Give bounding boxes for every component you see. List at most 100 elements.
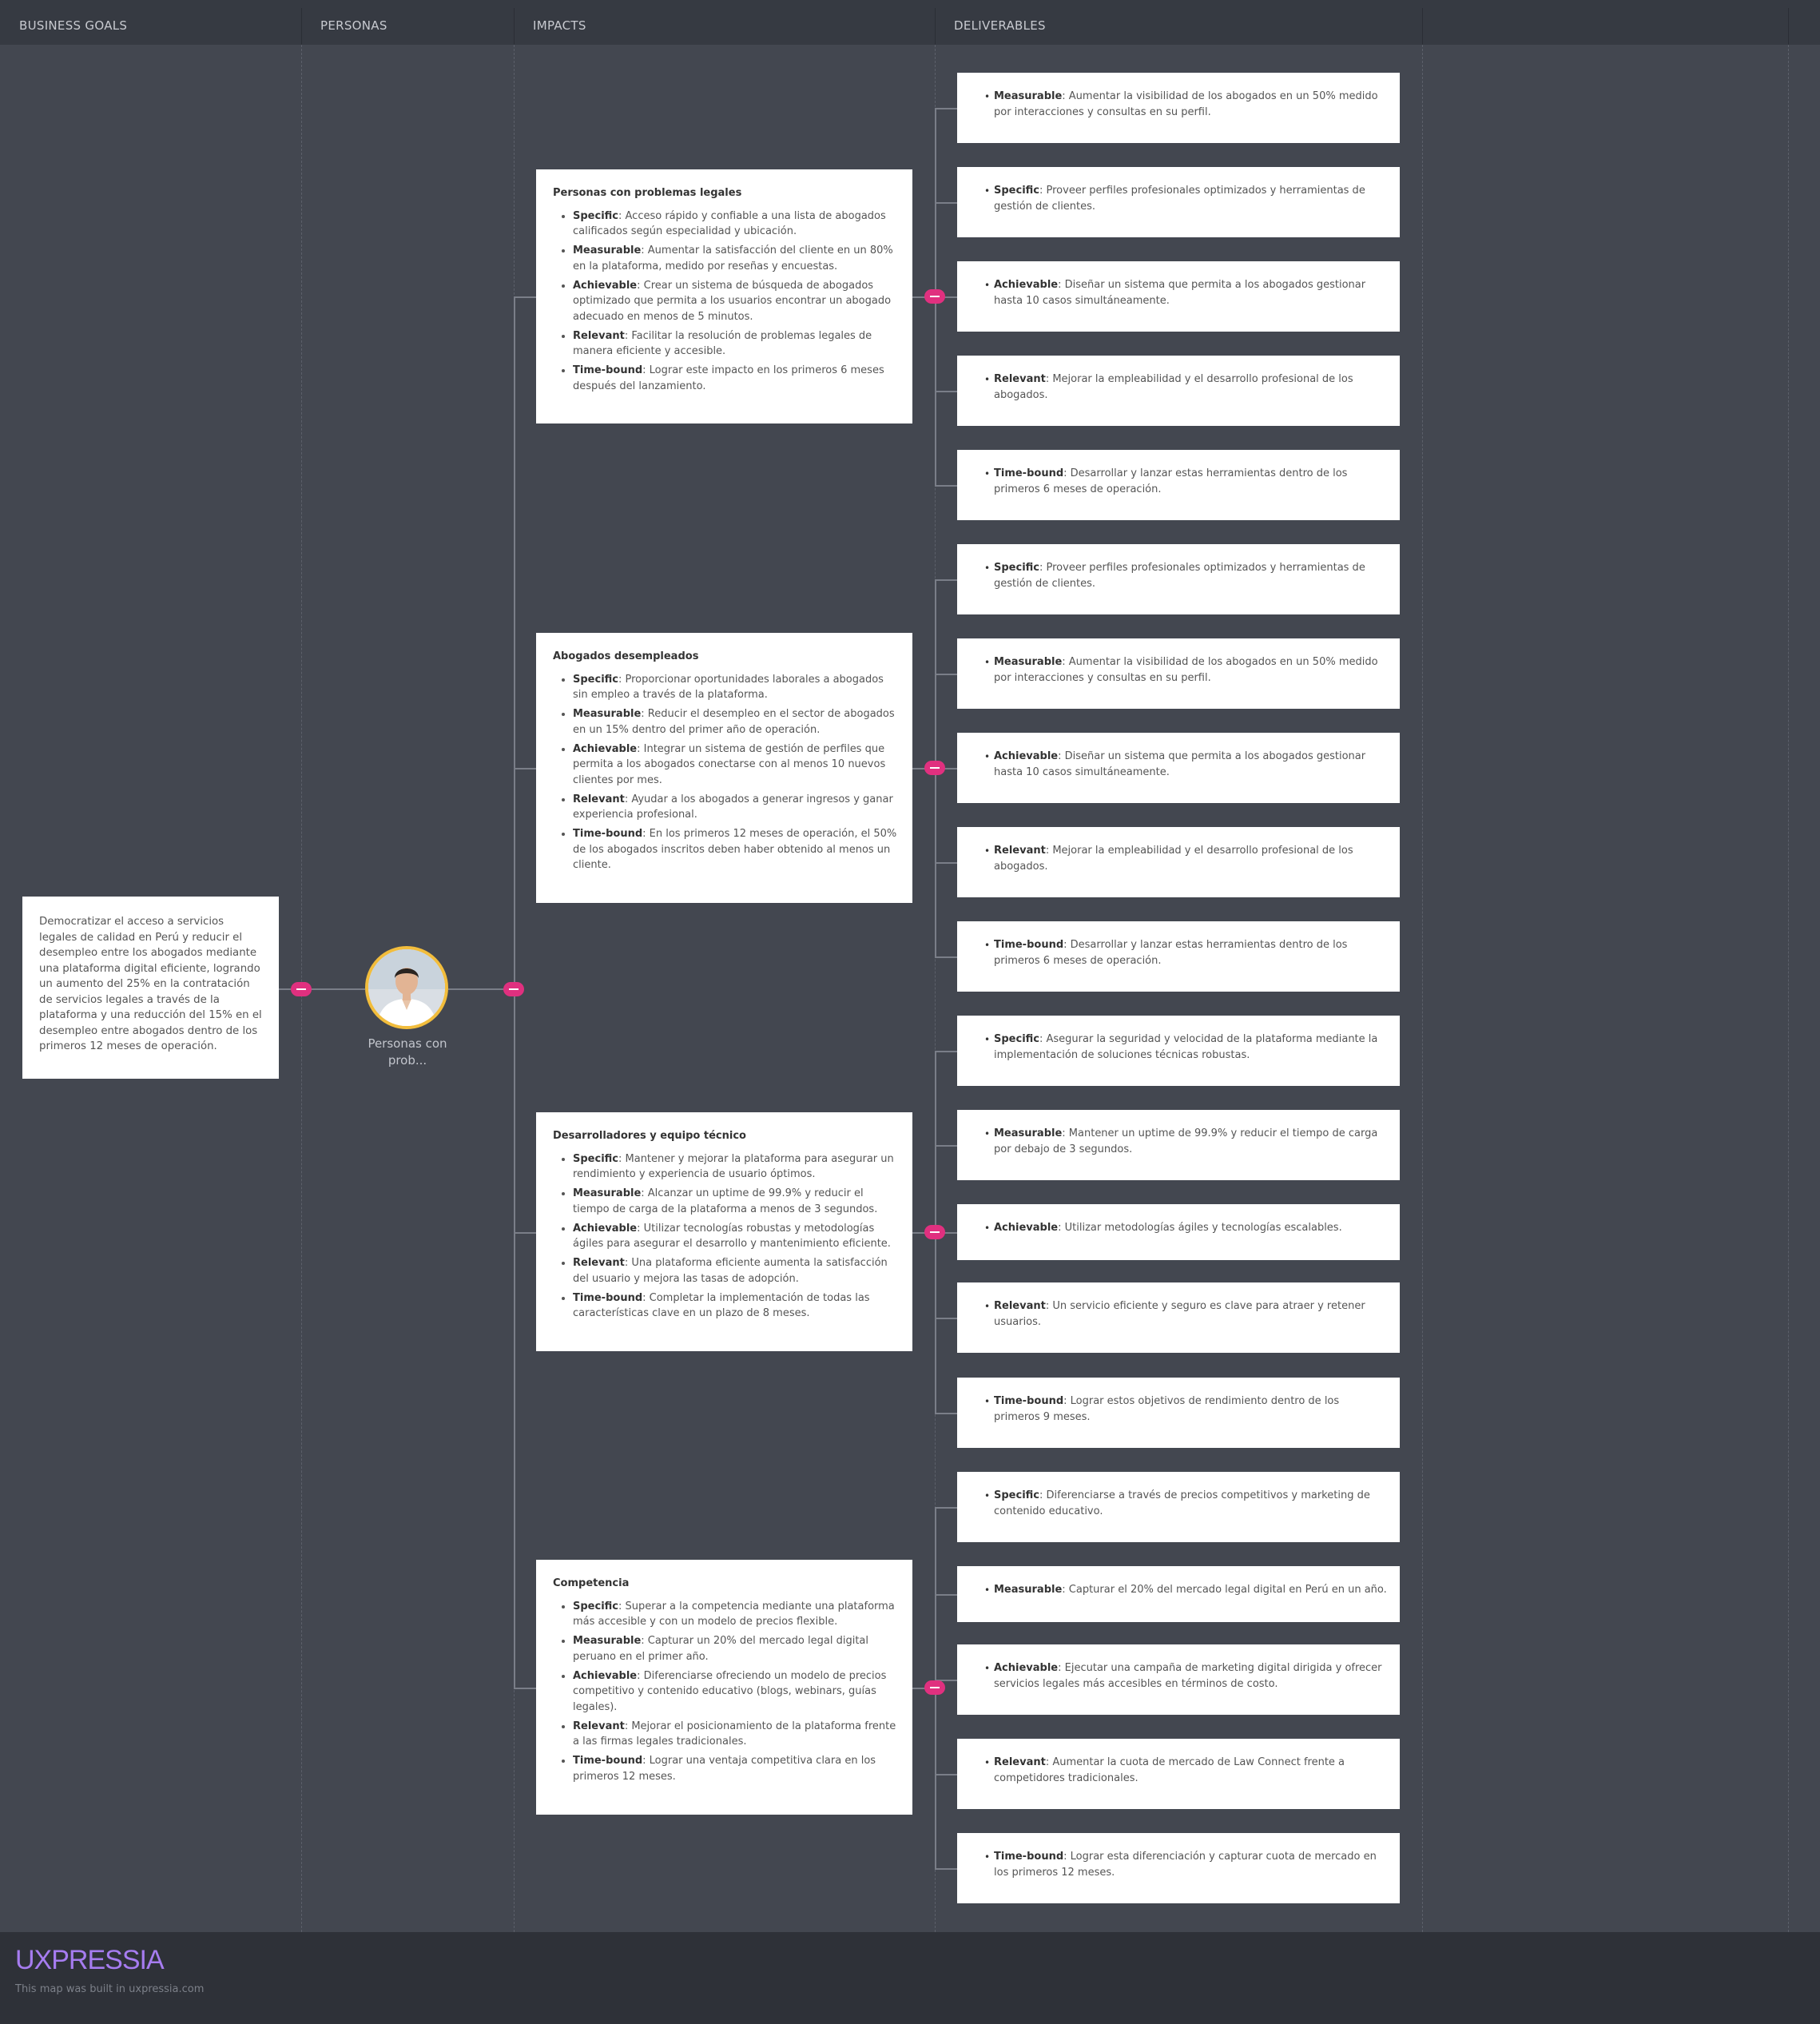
smart-value: : Aumentar la cuota de mercado de Law Co… xyxy=(994,1756,1345,1784)
connector-line xyxy=(935,1051,957,1052)
deliverable-card[interactable]: •Time-bound: Desarrollar y lanzar estas … xyxy=(957,450,1400,520)
connector-line xyxy=(935,391,957,392)
deliverable-card[interactable]: •Relevant: Mejorar la empleabilidad y el… xyxy=(957,356,1400,426)
deliverable-card[interactable]: •Specific: Asegurar la seguridad y veloc… xyxy=(957,1016,1400,1086)
impact-card[interactable]: Desarrolladores y equipo técnicoSpecific… xyxy=(536,1112,912,1351)
collapse-toggle-icon[interactable] xyxy=(291,982,312,996)
smart-value: : Facilitar la resolución de problemas l… xyxy=(573,329,872,358)
smart-value: : Capturar el 20% del mercado legal digi… xyxy=(1062,1584,1387,1596)
impact-title: Desarrolladores y equipo técnico xyxy=(553,1130,746,1142)
impact-card[interactable]: Personas con problemas legalesSpecific: … xyxy=(536,169,912,423)
deliverable-card[interactable]: •Specific: Proveer perfiles profesionale… xyxy=(957,544,1400,614)
bullet-icon: • xyxy=(984,751,991,762)
smart-value: : Lograr este impacto en los primeros 6 … xyxy=(573,364,884,392)
column-header-personas[interactable]: PERSONAS xyxy=(320,18,387,33)
column-header-business-goals[interactable]: BUSINESS GOALS xyxy=(19,18,128,33)
deliverable-card[interactable]: •Specific: Proveer perfiles profesionale… xyxy=(957,167,1400,237)
deliverable-card[interactable]: •Relevant: Aumentar la cuota de mercado … xyxy=(957,1739,1400,1809)
smart-value: : Lograr esta diferenciación y capturar … xyxy=(994,1851,1377,1879)
smart-key: Relevant xyxy=(573,1257,625,1269)
connector-line xyxy=(935,956,957,958)
collapse-toggle-icon[interactable] xyxy=(924,289,945,304)
smart-value: : Mantener y mejorar la plataforma para … xyxy=(573,1152,894,1181)
impact-smart-item: Specific: Mantener y mejorar la platafor… xyxy=(573,1151,901,1183)
smart-value: : Superar a la competencia mediante una … xyxy=(573,1600,895,1628)
bullet-icon: • xyxy=(984,1490,991,1501)
deliverable-card[interactable]: •Relevant: Un servicio eficiente y segur… xyxy=(957,1282,1400,1353)
smart-key: Time-bound xyxy=(994,1395,1064,1407)
persona-name-label: Personas con prob... xyxy=(368,1036,447,1068)
connector-line xyxy=(935,485,957,487)
smart-key: Measurable xyxy=(573,708,642,720)
impact-card[interactable]: Abogados desempleadosSpecific: Proporcio… xyxy=(536,633,912,903)
column-header-deliverables[interactable]: DELIVERABLES xyxy=(954,18,1046,33)
smart-key: Time-bound xyxy=(573,364,643,376)
connector-line xyxy=(935,1507,957,1509)
impact-smart-item: Measurable: Capturar un 20% del mercado … xyxy=(573,1633,901,1664)
footer-note[interactable]: This map was built in uxpressia.com xyxy=(15,1983,205,1995)
connector-line xyxy=(935,1868,957,1870)
deliverable-card[interactable]: •Measurable: Mantener un uptime de 99.9%… xyxy=(957,1110,1400,1180)
collapse-toggle-icon[interactable] xyxy=(924,1680,945,1695)
smart-value: : Diferenciarse ofreciendo un modelo de … xyxy=(573,1669,887,1713)
deliverable-card[interactable]: •Specific: Diferenciarse a través de pre… xyxy=(957,1472,1400,1542)
smart-key: Time-bound xyxy=(994,939,1064,951)
business-goal-card[interactable]: Democratizar el acceso a servicios legal… xyxy=(22,897,279,1079)
smart-value: : Aumentar la visibilidad de los abogado… xyxy=(994,90,1378,118)
bullet-icon: • xyxy=(984,1223,991,1234)
deliverable-card[interactable]: •Relevant: Mejorar la empleabilidad y el… xyxy=(957,827,1400,897)
smart-value: : Utilizar metodologías ágiles y tecnolo… xyxy=(1058,1222,1342,1234)
bullet-icon: • xyxy=(984,1301,991,1312)
deliverable-card[interactable]: •Time-bound: Desarrollar y lanzar estas … xyxy=(957,921,1400,992)
smart-key: Specific xyxy=(994,562,1039,574)
deliverable-card[interactable]: •Achievable: Diseñar un sistema que perm… xyxy=(957,261,1400,332)
impact-smart-item: Specific: Acceso rápido y confiable a un… xyxy=(573,209,901,240)
smart-key: Specific xyxy=(573,209,618,222)
column-header-impacts[interactable]: IMPACTS xyxy=(533,18,586,33)
collapse-toggle-icon[interactable] xyxy=(924,761,945,775)
deliverable-card[interactable]: •Measurable: Aumentar la visibilidad de … xyxy=(957,73,1400,143)
smart-key: Measurable xyxy=(573,245,642,256)
uxpressia-logo[interactable]: UXPRESSIA xyxy=(15,1945,165,1975)
smart-key: Achievable xyxy=(573,1222,638,1235)
bullet-icon: • xyxy=(984,1851,991,1863)
collapse-toggle-icon[interactable] xyxy=(503,982,524,996)
smart-key: Measurable xyxy=(994,1584,1063,1596)
footer xyxy=(0,1932,1820,2024)
deliverable-card[interactable]: •Measurable: Capturar el 20% del mercado… xyxy=(957,1566,1400,1622)
smart-key: Relevant xyxy=(573,1720,625,1732)
deliverable-card[interactable]: •Achievable: Diseñar un sistema que perm… xyxy=(957,733,1400,803)
connector-line xyxy=(448,988,514,990)
smart-value: : Mejorar la empleabilidad y el desarrol… xyxy=(994,845,1353,873)
deliverable-card[interactable]: •Achievable: Utilizar metodologías ágile… xyxy=(957,1204,1400,1260)
column-divider xyxy=(1422,45,1423,1932)
connector-line xyxy=(514,1688,536,1689)
deliverable-card[interactable]: •Time-bound: Lograr estos objetivos de r… xyxy=(957,1378,1400,1448)
top-strip xyxy=(0,0,1820,8)
deliverable-card[interactable]: •Measurable: Aumentar la visibilidad de … xyxy=(957,638,1400,709)
connector-line xyxy=(935,1318,957,1319)
impact-smart-list: Specific: Mantener y mejorar la platafor… xyxy=(553,1151,901,1322)
bullet-icon: • xyxy=(984,1663,991,1674)
persona-avatar[interactable] xyxy=(365,946,448,1029)
smart-key: Relevant xyxy=(994,1756,1046,1768)
smart-key: Achievable xyxy=(573,742,638,755)
header-divider xyxy=(935,8,936,45)
connector-line xyxy=(935,579,957,581)
impact-card[interactable]: CompetenciaSpecific: Superar a la compet… xyxy=(536,1560,912,1815)
deliverable-card[interactable]: •Time-bound: Lograr esta diferenciación … xyxy=(957,1833,1400,1903)
smart-value: : Proveer perfiles profesionales optimiz… xyxy=(994,562,1365,590)
smart-value: : Utilizar tecnologías robustas y metodo… xyxy=(573,1222,891,1251)
connector-line xyxy=(935,108,957,109)
smart-key: Time-bound xyxy=(573,1755,643,1767)
smart-value: : Alcanzar un uptime de 99.9% y reducir … xyxy=(573,1187,878,1215)
person-photo-icon xyxy=(368,949,445,1026)
collapse-toggle-icon[interactable] xyxy=(924,1225,945,1239)
smart-key: Time-bound xyxy=(573,1291,643,1304)
connector-line xyxy=(935,202,957,204)
deliverable-card[interactable]: •Achievable: Ejecutar una campaña de mar… xyxy=(957,1644,1400,1715)
smart-key: Relevant xyxy=(994,1300,1046,1312)
impact-smart-item: Specific: Superar a la competencia media… xyxy=(573,1599,901,1630)
connector-line xyxy=(514,296,536,298)
smart-value: : Lograr estos objetivos de rendimiento … xyxy=(994,1395,1340,1423)
